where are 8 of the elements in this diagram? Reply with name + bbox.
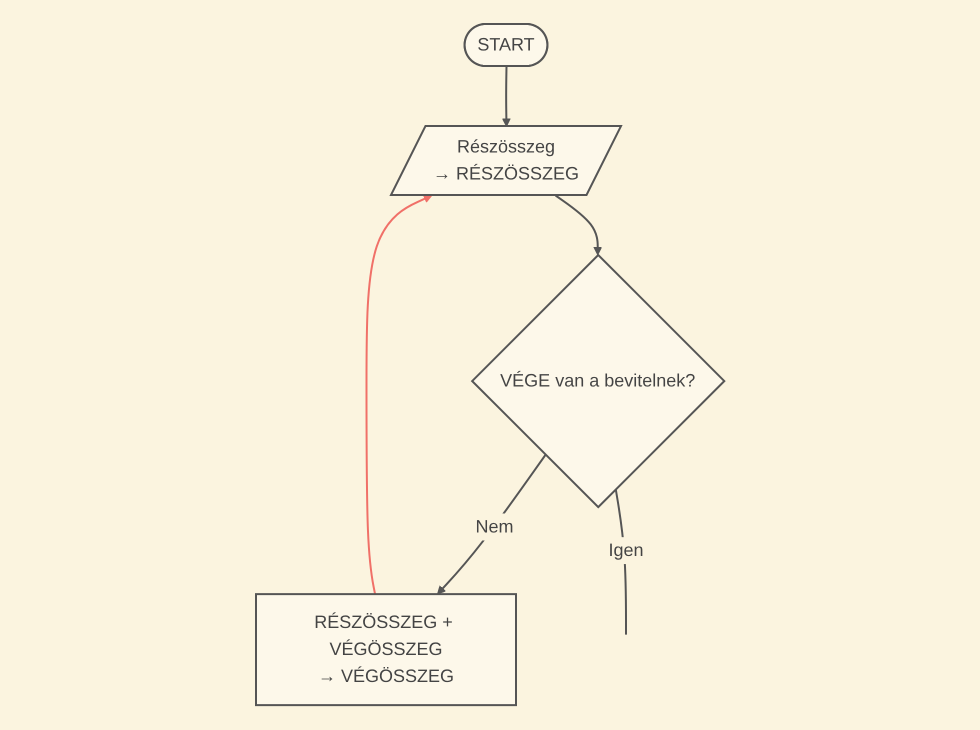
- node-box: RÉSZÖSSZEG + VÉGÖSSZEG → VÉGÖSSZEG: [254, 594, 517, 707]
- arrow: [502, 66, 511, 128]
- node-diamond: VÉGE van a bevitelnek?: [470, 254, 726, 509]
- edge-label: Igen: [608, 540, 644, 561]
- arrow: [554, 195, 602, 256]
- edge-label: Nem: [475, 516, 514, 537]
- arrow: [365, 195, 432, 595]
- arrow: [436, 454, 546, 595]
